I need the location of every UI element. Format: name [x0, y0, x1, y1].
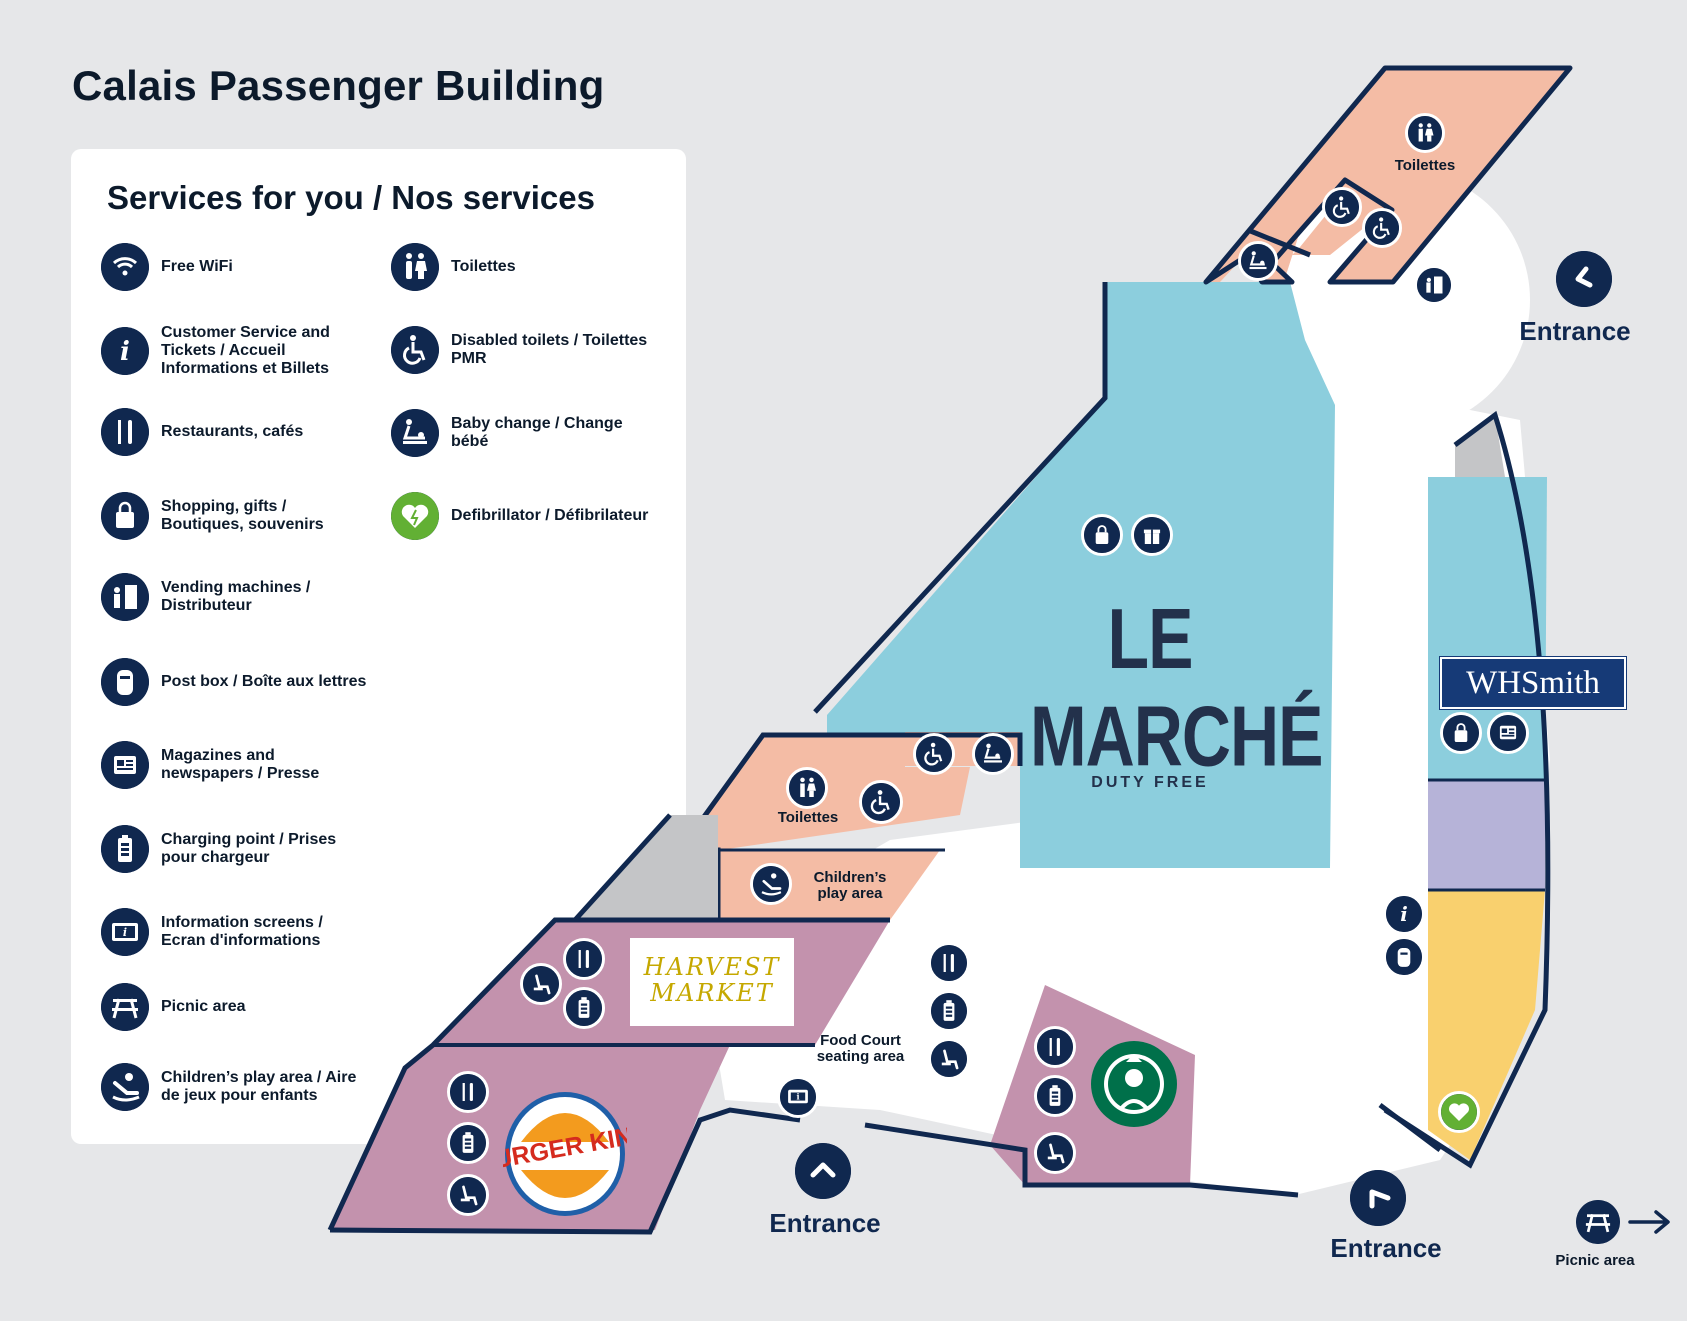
defibrillator-icon — [1438, 1091, 1480, 1133]
legend-panel: Services for you / Nos services Free WiF… — [71, 149, 686, 1144]
label-entrance-bottom-left: Entrance — [769, 1208, 881, 1238]
vending-machine-icon — [101, 573, 149, 621]
label-entrance-right: Entrance — [1519, 316, 1631, 346]
battery-icon — [447, 1122, 489, 1164]
baby-change-icon — [972, 733, 1014, 775]
toilets-icon — [1405, 113, 1445, 153]
legend-item-shopping: Shopping, gifts / Boutiques, souvenirs — [101, 492, 371, 540]
wall-south-west — [329, 1107, 801, 1235]
post-box-icon — [1383, 936, 1425, 978]
legend-item-wifi: Free WiFi — [101, 243, 371, 291]
info-screen-icon: i — [101, 908, 149, 956]
info-icon: i — [1383, 893, 1425, 935]
label-food-court: Food Court seating area — [816, 1032, 905, 1065]
legend-item-vending: Vending machines / Distributeur — [101, 573, 371, 621]
shopping-bag-icon — [1440, 712, 1482, 754]
post-box-icon — [101, 658, 149, 706]
zone-le-marche — [827, 282, 1335, 868]
legend-item-play-area: Children’s play area / Aire de jeux pour… — [101, 1063, 371, 1111]
harvest-market-logo: HARVEST MARKET — [630, 938, 794, 1026]
legend-item-baby-change: Baby change / Change bébé — [391, 409, 661, 457]
svg-text:i: i — [796, 1092, 799, 1102]
arrow-entrance-bottom-right-icon — [1350, 1170, 1406, 1226]
wheelchair-icon — [859, 780, 903, 824]
legend-item-picnic: Picnic area — [101, 983, 371, 1031]
starbucks-logo — [1091, 1041, 1177, 1127]
wifi-icon — [101, 243, 149, 291]
zone-grey-right — [1455, 415, 1505, 477]
arrow-entrance-right-icon — [1556, 251, 1612, 307]
wall-toilets-top — [1247, 227, 1311, 258]
label-entrance-bottom-right: Entrance — [1330, 1233, 1442, 1263]
shopping-bag-icon — [101, 492, 149, 540]
zone-lavender — [1428, 780, 1545, 890]
svg-text:i: i — [123, 926, 127, 939]
restaurant-icon — [447, 1071, 489, 1113]
baby-change-icon — [1238, 241, 1278, 281]
battery-icon — [1034, 1075, 1076, 1117]
newspaper-icon — [101, 741, 149, 789]
slide-icon — [101, 1063, 149, 1111]
wheelchair-icon — [913, 733, 955, 775]
battery-icon — [563, 987, 605, 1029]
shopping-bag-icon — [1081, 514, 1123, 556]
picnic-icon — [1576, 1200, 1620, 1244]
battery-icon — [101, 825, 149, 873]
legend-heading: Services for you / Nos services — [107, 179, 595, 216]
page-title: Calais Passenger Building — [72, 62, 605, 109]
legend-item-info: i Customer Service and Tickets / Accueil… — [101, 324, 371, 378]
legend-item-disabled-toilets: Disabled toilets / Toilettes PMR — [391, 326, 661, 374]
toilets-icon — [786, 767, 828, 809]
gift-icon — [1131, 514, 1173, 556]
legend-item-defibrillator: Defibrillator / Défibrilateur — [391, 492, 661, 540]
label-toilettes-mid: Toilettes — [777, 809, 839, 826]
vending-machine-icon — [1414, 265, 1454, 305]
wheelchair-icon — [1322, 187, 1362, 227]
zone-grey-left — [575, 815, 718, 920]
battery-icon — [928, 990, 970, 1032]
toilets-icon — [391, 243, 439, 291]
legend-item-postbox: Post box / Boîte aux lettres — [101, 658, 371, 706]
arrow-right-icon — [1628, 1210, 1670, 1234]
restaurant-icon — [928, 942, 970, 984]
defibrillator-icon — [391, 492, 439, 540]
picnic-icon — [101, 983, 149, 1031]
newspaper-icon — [1487, 712, 1529, 754]
seat-icon — [447, 1174, 489, 1216]
whsmith-logo: WHSmith — [1439, 656, 1627, 710]
label-picnic-area: Picnic area — [1555, 1252, 1635, 1269]
restaurant-icon — [101, 408, 149, 456]
label-play-area: Children’s play area — [813, 869, 887, 902]
legend-item-newspaper: Magazines and newspapers / Presse — [101, 741, 371, 789]
seat-icon — [520, 963, 562, 1005]
legend-item-charging: Charging point / Prises pour chargeur — [101, 825, 371, 873]
baby-change-icon — [391, 409, 439, 457]
legend-item-toilets: Toilettes — [391, 243, 661, 291]
burger-king-logo: BURGER KING — [503, 1092, 627, 1216]
info-screen-icon: i — [777, 1076, 819, 1118]
seat-icon — [928, 1038, 970, 1080]
seat-icon — [1034, 1132, 1076, 1174]
svg-text:i: i — [1400, 902, 1408, 926]
wheelchair-icon — [391, 326, 439, 374]
legend-item-info-screen: i Information screens / Ecran d'informat… — [101, 908, 371, 956]
wall-north-west — [813, 282, 1108, 714]
wall-south-east-corner — [1378, 1103, 1442, 1152]
legend-item-restaurant: Restaurants, cafés — [101, 408, 371, 456]
wall-south-east — [864, 1122, 1299, 1198]
label-toilettes-top: Toilettes — [1394, 157, 1456, 174]
restaurant-icon — [563, 938, 605, 980]
info-icon: i — [101, 327, 149, 375]
slide-icon — [750, 863, 792, 905]
wheelchair-icon — [1362, 208, 1402, 248]
le-marche-logo: LE MARCHÉ DUTY FREE — [1030, 591, 1323, 791]
svg-text:i: i — [120, 337, 130, 367]
restaurant-icon — [1034, 1026, 1076, 1068]
arrow-entrance-bottom-left-icon — [795, 1143, 851, 1199]
wall-west-upper — [573, 813, 672, 922]
